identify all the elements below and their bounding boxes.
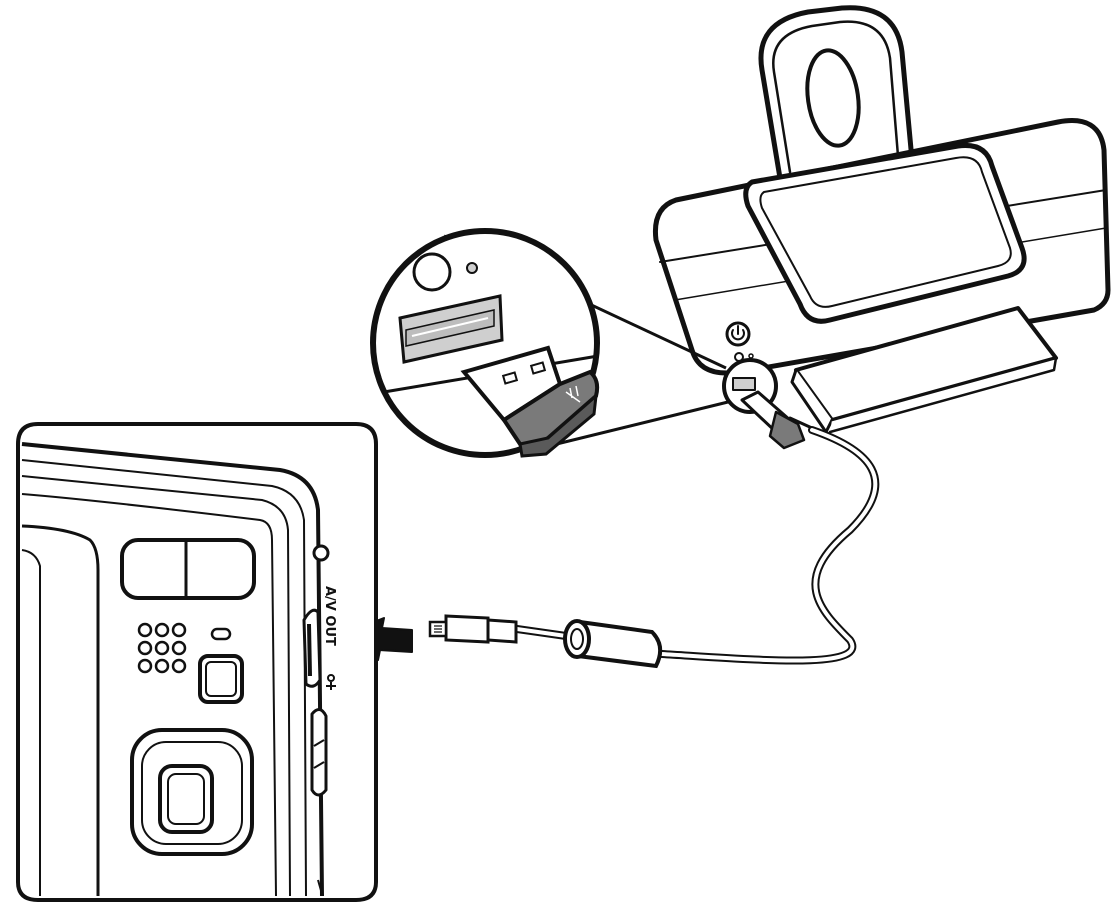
usb-icon <box>565 385 581 403</box>
zoom-callout <box>370 228 729 458</box>
ferrite-core <box>563 619 663 669</box>
strap-eyelet <box>312 544 330 562</box>
usb-port <box>398 294 504 364</box>
camera-button <box>198 654 244 704</box>
side-slider <box>310 708 328 797</box>
micro-usb-plug <box>428 614 518 644</box>
zoom-led <box>466 262 478 274</box>
zoom-power-button <box>412 252 452 292</box>
power-icon <box>725 321 751 347</box>
navigation-pad <box>130 728 254 856</box>
zoom-buttons <box>120 538 256 600</box>
printer-usb-connector <box>740 390 814 450</box>
av-out-port <box>302 608 322 688</box>
speaker-grille <box>137 622 187 674</box>
av-out-label: A/V OUT <box>322 586 337 646</box>
status-led <box>210 627 232 641</box>
camera-inset: A/V OUT <box>16 422 378 902</box>
usb-cable <box>506 426 880 665</box>
port-icon <box>326 674 336 690</box>
usb-b-plug <box>460 345 600 458</box>
printer <box>652 5 1111 450</box>
paper-support <box>758 5 915 181</box>
